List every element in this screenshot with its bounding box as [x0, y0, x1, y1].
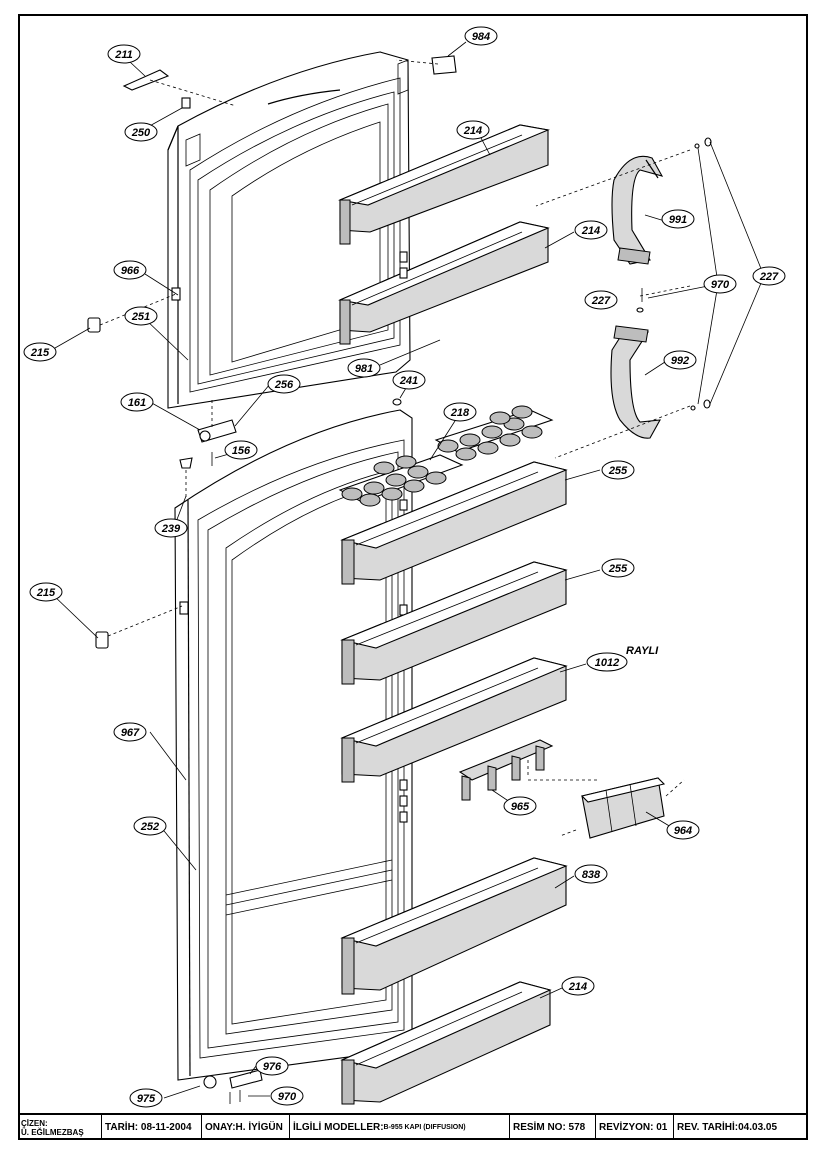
tb-drawing-no-text: RESİM NO: 578 — [513, 1122, 586, 1133]
tb-drawing-no: RESİM NO: 578 — [510, 1115, 596, 1140]
svg-text:218: 218 — [450, 407, 470, 419]
tb-date: TARİH: 08-11-2004 — [102, 1115, 202, 1140]
callout-984: 984 — [464, 26, 498, 46]
svg-text:227: 227 — [759, 271, 779, 283]
upper-shelves — [338, 124, 550, 345]
callout-256: 256 — [267, 374, 301, 394]
callout-211: 211 — [107, 44, 141, 64]
callouts: 211 984 250 214 214 991 966 227 970 227 … — [23, 26, 786, 1108]
callout-250: 250 — [124, 122, 158, 142]
svg-text:838: 838 — [582, 869, 601, 881]
callout-976: 976 — [255, 1056, 289, 1076]
svg-text:970: 970 — [711, 279, 730, 291]
callout-227-mid: 227 — [584, 290, 618, 310]
callout-218: 218 — [443, 402, 477, 422]
svg-text:239: 239 — [161, 523, 181, 535]
svg-text:967: 967 — [121, 727, 140, 739]
lower-shelves — [340, 461, 568, 1105]
svg-text:214: 214 — [463, 125, 482, 137]
callout-970-handle: 970 — [703, 274, 737, 294]
tb-rev-date-text: REV. TARİHİ:04.03.05 — [677, 1122, 778, 1133]
svg-text:214: 214 — [568, 981, 587, 993]
callout-970-bottom: 970 — [270, 1086, 304, 1106]
small-parts — [87, 55, 712, 1104]
svg-text:976: 976 — [263, 1061, 282, 1073]
label-rayli: RAYLI — [626, 645, 659, 657]
callout-992: 992 — [663, 350, 697, 370]
tb-date-text: TARİH: 08-11-2004 — [105, 1122, 192, 1133]
leader-lines — [47, 41, 765, 1099]
tb-drawn-by-label: ÇİZEN: — [21, 1118, 48, 1128]
callout-255-top: 255 — [601, 460, 635, 480]
drawing-frame — [18, 14, 808, 1140]
callout-239: 239 — [154, 518, 188, 538]
svg-text:211: 211 — [114, 49, 133, 61]
callout-251: 251 — [124, 306, 158, 326]
svg-text:970: 970 — [278, 1091, 297, 1103]
tb-models: İLGİLİ MODELLER: B-955 KAPI (DIFFUSION) — [290, 1115, 510, 1140]
tb-approved: ONAY:H. İYİGÜN — [202, 1115, 290, 1140]
svg-text:214: 214 — [581, 225, 600, 237]
callout-227-right: 227 — [752, 266, 786, 286]
callout-838: 838 — [574, 864, 608, 884]
svg-text:1012: 1012 — [595, 657, 619, 669]
tb-rev-date: REV. TARİHİ:04.03.05 — [674, 1115, 808, 1140]
callout-981: 981 — [347, 358, 381, 378]
svg-text:251: 251 — [131, 311, 150, 323]
dashed-leaders — [99, 59, 691, 837]
callout-215-top: 215 — [23, 342, 57, 362]
svg-text:981: 981 — [355, 363, 373, 375]
svg-text:215: 215 — [30, 347, 50, 359]
callout-966: 966 — [113, 260, 147, 280]
callout-156: 156 — [224, 440, 258, 460]
svg-text:227: 227 — [591, 295, 611, 307]
svg-text:156: 156 — [232, 445, 251, 457]
callout-967: 967 — [113, 722, 147, 742]
svg-text:975: 975 — [137, 1093, 156, 1105]
egg-trays — [338, 405, 554, 507]
svg-text:984: 984 — [472, 31, 490, 43]
svg-text:964: 964 — [674, 825, 692, 837]
svg-text:252: 252 — [140, 821, 159, 833]
rail-and-box — [458, 739, 666, 839]
callout-964: 964 — [666, 820, 700, 840]
tb-revision-text: REVİZYON: 01 — [599, 1122, 668, 1133]
svg-text:215: 215 — [36, 587, 56, 599]
tb-drawn-by-value: Ü. EĞİLMEZBAŞ — [21, 1127, 84, 1137]
svg-text:966: 966 — [121, 265, 140, 277]
callout-241: 241 — [392, 370, 426, 390]
tb-revision: REVİZYON: 01 — [596, 1115, 674, 1140]
tb-models-value: B-955 KAPI (DIFFUSION) — [383, 1124, 466, 1131]
tb-drawn-by: ÇİZEN: Ü. EĞİLMEZBAŞ — [18, 1115, 102, 1140]
callout-215-bottom: 215 — [29, 582, 63, 602]
svg-text:255: 255 — [608, 563, 628, 575]
callout-214-mid: 214 — [574, 220, 608, 240]
callout-214-bottom: 214 — [561, 976, 595, 996]
callout-975: 975 — [129, 1088, 163, 1108]
callout-991: 991 — [661, 209, 695, 229]
svg-text:256: 256 — [274, 379, 294, 391]
svg-text:965: 965 — [511, 801, 530, 813]
svg-text:255: 255 — [608, 465, 628, 477]
callout-214-top: 214 — [456, 120, 490, 140]
svg-text:161: 161 — [128, 397, 146, 409]
handles — [610, 155, 664, 439]
svg-text:241: 241 — [399, 375, 418, 387]
svg-text:250: 250 — [131, 127, 151, 139]
callout-252: 252 — [133, 816, 167, 836]
svg-text:991: 991 — [669, 214, 687, 226]
svg-text:992: 992 — [671, 355, 689, 367]
callout-161: 161 — [120, 392, 154, 412]
title-block: ÇİZEN: Ü. EĞİLMEZBAŞ TARİH: 08-11-2004 O… — [18, 1113, 808, 1140]
callout-965: 965 — [503, 796, 537, 816]
callout-255-mid: 255 — [601, 558, 635, 578]
tb-approved-text: ONAY:H. İYİGÜN — [205, 1122, 283, 1133]
tb-models-label: İLGİLİ MODELLER: — [293, 1122, 384, 1133]
callout-1012: 1012 — [586, 652, 628, 672]
